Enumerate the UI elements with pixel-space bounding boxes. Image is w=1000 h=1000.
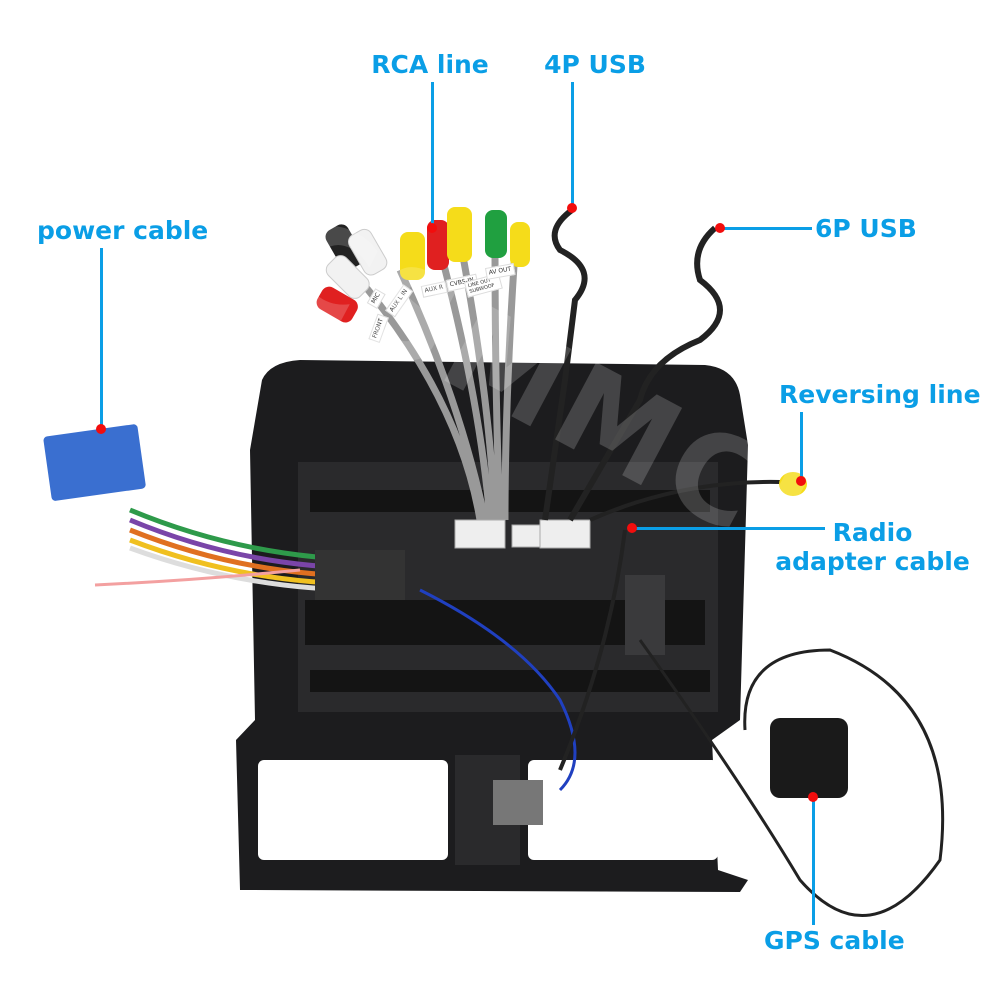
leader-reversing [800,412,803,480]
label-radio-line1: Radio [832,518,913,547]
leader-6p-usb [720,227,812,230]
marker-6p-usb [715,223,725,233]
leader-power [100,248,103,428]
label-rca-line: RCA line [371,50,489,79]
marker-rca [427,223,437,233]
rca-bundle [316,207,591,549]
marker-4p-usb [567,203,577,213]
marker-power [96,424,106,434]
leader-4p-usb [571,82,574,208]
power-harness [43,424,405,600]
radio-adapter-plug [493,780,543,825]
marker-radio [627,523,637,533]
marker-gps [808,792,818,802]
marker-reversing [796,476,806,486]
leader-rca [431,82,434,228]
gps-module [770,718,848,798]
gps-cable-wire [638,639,945,917]
label-reversing-line: Reversing line [779,380,981,409]
leader-gps [812,797,815,925]
usb-4p-cable [542,207,588,521]
leader-radio [632,527,825,530]
label-power-cable: power cable [37,216,209,245]
label-6p-usb: 6P USB [815,214,917,243]
label-radio-line2: adapter cable [775,547,970,576]
label-gps-cable: GPS cable [764,926,905,955]
label-4p-usb: 4P USB [544,50,646,79]
usb-6p-cable [567,225,723,522]
label-radio-adapter: Radio adapter cable [775,518,970,576]
